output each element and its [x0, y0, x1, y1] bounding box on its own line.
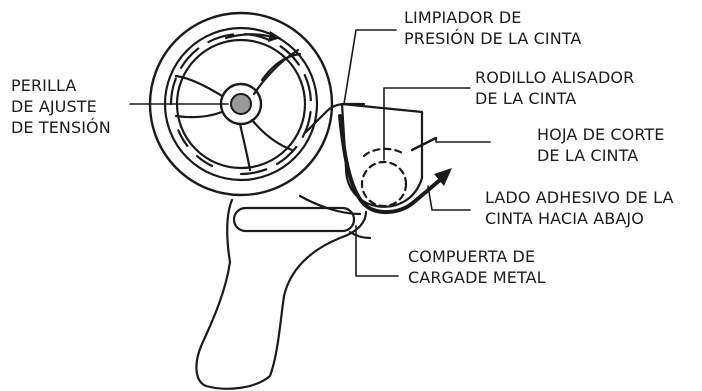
body-plate-lower [298, 194, 362, 216]
label-smoothing-roller: RODILLO ALISADOR DE LA CINTA [475, 67, 634, 109]
label-line: COMPUERTA DE [408, 247, 536, 266]
label-loading-gate: COMPUERTA DE CARGADE METAL [408, 246, 546, 288]
roller-dashed-top [362, 147, 406, 158]
label-adhesive-side: LADO ADHESIVO DE LA CINTA HACIA ABAJO [485, 187, 674, 229]
leader-loading-gate [355, 225, 399, 277]
label-pressure-wiper: LIMPIADOR DE PRESIÓN DE LA CINTA [404, 7, 581, 49]
label-cutting-blade: HOJA DE CORTE DE LA CINTA [537, 124, 665, 166]
label-line: HOJA DE CORTE [537, 125, 665, 144]
label-tension-knob: PERILLA DE AJUSTE DE TENSIÓN [11, 75, 111, 138]
label-line: DE LA CINTA [475, 89, 577, 108]
leader-cutting-blade [435, 137, 491, 143]
grip-slot [232, 206, 356, 233]
tape-path [338, 114, 442, 214]
label-line: CARGADE METAL [408, 268, 546, 287]
label-line: LIMPIADOR DE [404, 8, 522, 27]
smoothing-roller [360, 160, 408, 208]
label-line: PRESIÓN DE LA CINTA [404, 29, 582, 48]
handle-outline [195, 198, 368, 390]
rotation-arrow [224, 33, 270, 40]
tape-path-arrowhead [434, 168, 452, 186]
cutting-blade [410, 136, 438, 152]
leader-adhesive-side [427, 185, 471, 211]
roller-housing [340, 102, 424, 208]
rotation-arrowhead [268, 31, 281, 42]
label-line: DE TENSIÓN [11, 118, 111, 137]
label-line: PERILLA [11, 76, 77, 95]
label-line: DE LA CINTA [537, 146, 639, 165]
label-line: DE AJUSTE [11, 97, 97, 116]
reel-spoke [252, 48, 300, 96]
leader-smoothing-roller [383, 87, 471, 161]
label-line: RODILLO ALISADOR [475, 68, 635, 87]
label-line: LADO ADHESIVO DE LA [485, 188, 674, 207]
tension-knob [230, 93, 252, 115]
label-line: CINTA HACIA ABAJO [485, 209, 644, 228]
loading-gate [348, 230, 372, 240]
leader-pressure-wiper [343, 29, 397, 105]
